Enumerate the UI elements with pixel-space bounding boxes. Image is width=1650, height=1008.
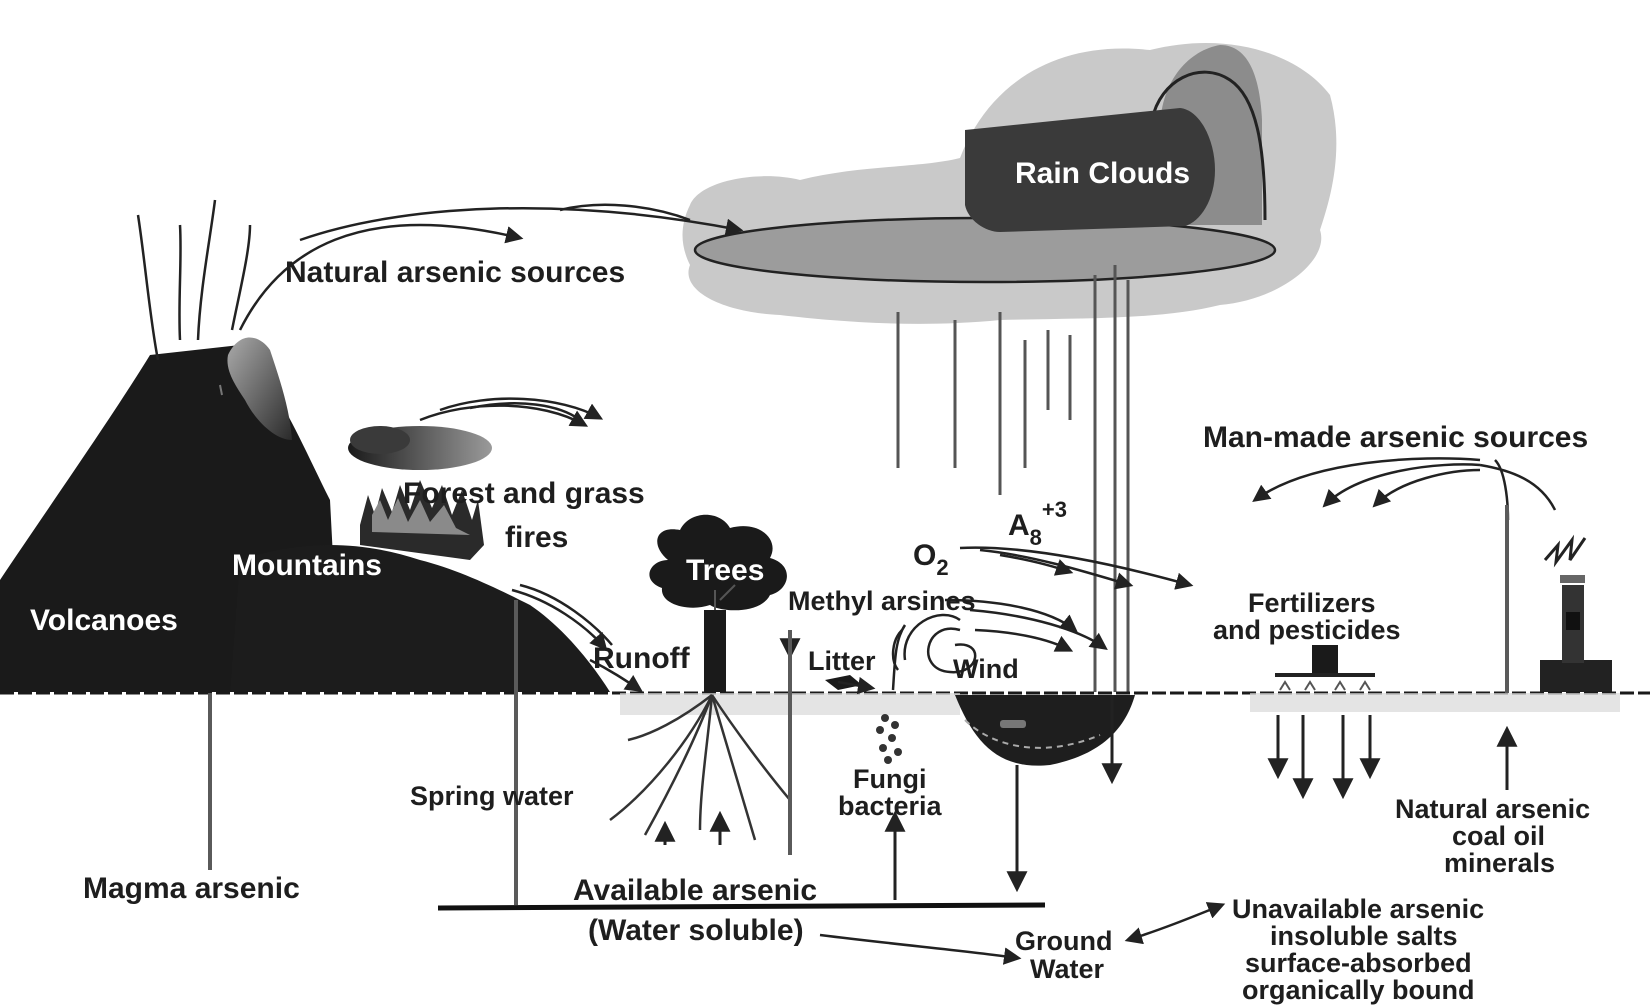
oxygen-arrows xyxy=(959,546,1194,590)
volcano-plumes xyxy=(136,199,744,361)
forest-fire xyxy=(348,397,604,560)
unavailable-arsenic-label-line4: organically bound xyxy=(1242,975,1475,1005)
arsenic-3-label: A8+3 xyxy=(1008,497,1067,550)
wind-label: Wind xyxy=(953,654,1019,684)
ground-surface xyxy=(0,691,1650,766)
available-arsenic-bar xyxy=(437,902,1226,965)
runoff-label: Runoff xyxy=(593,642,691,675)
forest-grass-fires-label-line1: Forest and grass xyxy=(403,477,645,510)
rain-streaks xyxy=(896,265,1130,692)
methyl-arsines-label: Methyl arsines xyxy=(788,586,976,616)
wind-swirl xyxy=(891,598,1108,674)
spring-water-label: Spring water xyxy=(410,781,574,811)
trees-label: Trees xyxy=(686,554,764,587)
unavailable-arsenic-label-line2: insoluble salts xyxy=(1270,921,1458,951)
rain-clouds-label: Rain Clouds xyxy=(1015,157,1190,190)
natural-coal-label-line1: Natural arsenic xyxy=(1395,794,1590,824)
cloud-hook xyxy=(1150,70,1267,221)
fertilizers-label-line1: Fertilizers xyxy=(1248,588,1376,618)
natural-arsenic-sources-label: Natural arsenic sources xyxy=(285,256,625,289)
volcano-vent xyxy=(227,337,292,440)
arsenic-3-label-sub: 8 xyxy=(1030,525,1042,550)
natural-coal-label-line2: coal oil xyxy=(1452,821,1545,851)
magma-arsenic-label: Magma arsenic xyxy=(83,872,300,905)
oxygen-label: O2 xyxy=(913,539,949,580)
runoff-arrows xyxy=(511,583,643,692)
tree-roots xyxy=(609,694,791,841)
cloud-dark-body xyxy=(965,108,1215,232)
fungi-bacteria-label-line1: Fungi xyxy=(853,764,926,794)
arsenic-3-label-sup: +3 xyxy=(1042,497,1067,522)
rain-cloud: Rain Clouds xyxy=(682,42,1337,324)
oxygen-label-sub: 2 xyxy=(936,555,948,580)
pond xyxy=(955,695,1135,766)
available-arsenic-label-line1: Available arsenic xyxy=(573,874,817,907)
fertilizers-label-line2: and pesticides xyxy=(1213,615,1401,645)
natural-coal-label-line3: minerals xyxy=(1444,848,1555,878)
arsenic-3-label-base: A xyxy=(1008,509,1030,542)
unavailable-arsenic-label-line3: surface-absorbed xyxy=(1245,948,1472,978)
ground-water-label-line2: Water xyxy=(1030,954,1105,984)
ground-water-label-line1: Ground xyxy=(1015,926,1112,956)
litter-label: Litter xyxy=(808,646,876,676)
oxygen-label-base: O xyxy=(913,539,936,572)
factory xyxy=(1540,534,1612,692)
volcanoes-label: Volcanoes xyxy=(30,604,178,637)
fertilizer-applicator xyxy=(1275,645,1375,691)
available-arsenic-label-line2: (Water soluble) xyxy=(588,914,804,947)
man-made-arsenic-sources-label: Man-made arsenic sources xyxy=(1203,421,1588,454)
tree: Trees xyxy=(649,514,787,692)
unavailable-arsenic-label-line1: Unavailable arsenic xyxy=(1232,894,1484,924)
vertical-arrows xyxy=(654,695,1518,900)
mountains-label: Mountains xyxy=(232,549,382,582)
fungi-bacteria-label-line2: bacteria xyxy=(838,791,943,821)
man-made-arrows xyxy=(1252,457,1557,521)
forest-grass-fires-label-line2: fires xyxy=(505,521,568,554)
fungi-cluster xyxy=(876,714,902,764)
subsurface-lines xyxy=(208,505,1509,905)
